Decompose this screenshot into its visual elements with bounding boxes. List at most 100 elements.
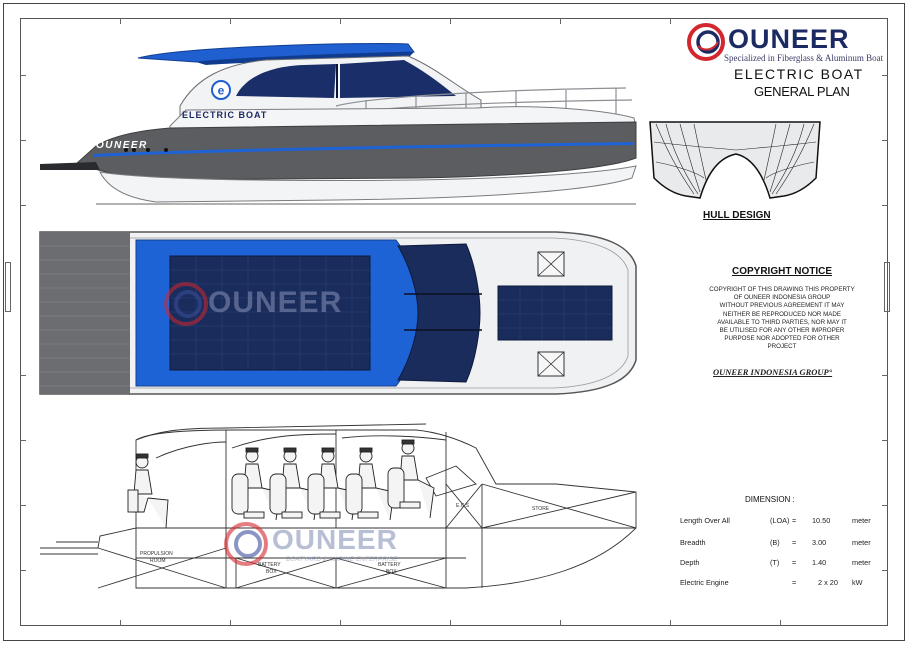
border-tick bbox=[20, 570, 26, 571]
border-tick bbox=[340, 620, 341, 626]
inner-border bbox=[20, 18, 888, 626]
dimension-row: Breadth (B) = 3.00 meter bbox=[680, 538, 880, 550]
border-tick bbox=[882, 75, 888, 76]
border-tick bbox=[670, 620, 671, 626]
dimension-unit: meter bbox=[852, 516, 871, 525]
copyright-line: PURPOSE NOR ADOPTED FOR OTHER bbox=[724, 335, 840, 343]
border-tick bbox=[882, 205, 888, 206]
dimension-name: Length Over All bbox=[680, 516, 730, 525]
swim-platform bbox=[40, 232, 130, 394]
watermark-bottom: OUNEER BOATYARD & MARINE ENTERPRISE bbox=[222, 522, 482, 566]
border-tick bbox=[120, 18, 121, 24]
copyright-line: COPYRIGHT OF THIS DRAWING THIS PROPERTY bbox=[709, 286, 855, 293]
dimension-name: Depth bbox=[680, 558, 700, 567]
copyright-line: WITHOUT PREVIOUS AGREEMENT IT MAY bbox=[719, 302, 845, 310]
passenger-figures bbox=[127, 439, 435, 529]
hull-lower bbox=[99, 165, 637, 203]
hull-stripe bbox=[94, 142, 634, 157]
dimension-eq: = bbox=[792, 538, 797, 547]
border-tick bbox=[20, 75, 26, 76]
brand-tagline: Specialized in Fiberglass & Aluminum Boa… bbox=[724, 53, 884, 63]
brand-name: OUNEER bbox=[728, 24, 850, 54]
section-hull-outline bbox=[40, 429, 637, 589]
dimension-row: Length Over All (LOA) = 10.50 meter bbox=[680, 516, 880, 528]
section-view bbox=[40, 423, 637, 589]
dimension-unit: meter bbox=[852, 538, 871, 547]
border-clip-right bbox=[884, 262, 890, 312]
dimension-unit: meter bbox=[852, 558, 871, 567]
electric-logo-glyph: e bbox=[218, 84, 225, 98]
border-tick bbox=[882, 440, 888, 441]
hull-design-view bbox=[649, 121, 821, 199]
battery-box-label-2b: BOX bbox=[386, 569, 397, 575]
brand-logo: OUNEER Specialized in Fiberglass & Alumi… bbox=[686, 22, 884, 63]
dimension-abbr: (T) bbox=[770, 558, 780, 567]
dimension-unit: kW bbox=[852, 578, 863, 587]
drawing-title: ELECTRIC BOAT bbox=[734, 66, 864, 82]
border-tick bbox=[780, 620, 781, 626]
copyright-line: OF OUNEER INDONESIA GROUP bbox=[733, 294, 831, 302]
border-tick bbox=[670, 18, 671, 24]
dimension-row: Depth (T) = 1.40 meter bbox=[680, 558, 880, 570]
hull-design-label: HULL DESIGN bbox=[703, 210, 771, 221]
bow-platform bbox=[40, 162, 100, 170]
battery-box-label-1b: BOX bbox=[266, 569, 277, 575]
border-tick bbox=[450, 18, 451, 24]
border-tick bbox=[20, 505, 26, 506]
watermark-word: OUNEER bbox=[272, 524, 398, 555]
copyright-line: BE UTILISED FOR ANY OTHER IMPROPER bbox=[719, 327, 845, 335]
border-tick bbox=[450, 620, 451, 626]
hull-grey bbox=[74, 121, 637, 181]
border-tick bbox=[882, 140, 888, 141]
dimension-abbr: (LOA) bbox=[770, 516, 790, 525]
ecs-label: E.C.S bbox=[456, 503, 470, 509]
dimension-eq: = bbox=[792, 558, 797, 567]
border-tick bbox=[882, 570, 888, 571]
cabin-window bbox=[340, 60, 456, 98]
border-tick bbox=[230, 620, 231, 626]
border-tick bbox=[340, 18, 341, 24]
watermark-top: OUNEER bbox=[162, 282, 422, 326]
border-clip-left bbox=[5, 262, 11, 312]
dimension-eq: = bbox=[792, 578, 797, 587]
border-tick bbox=[20, 440, 26, 441]
border-tick bbox=[560, 620, 561, 626]
dimension-abbr: (B) bbox=[770, 538, 780, 547]
watermark-logo-icon bbox=[164, 282, 208, 326]
watermark-tagline: BOATYARD & MARINE ENTERPRISE bbox=[286, 556, 398, 563]
brand-logo-icon bbox=[687, 23, 725, 61]
border-tick bbox=[882, 375, 888, 376]
store-label: STORE bbox=[532, 506, 550, 512]
watermark-word: OUNEER bbox=[208, 286, 343, 319]
dimension-value: 10.50 bbox=[812, 516, 831, 525]
battery-box-label-1: BATTERY bbox=[258, 562, 281, 568]
drawing-subtitle: GENERAL PLAN bbox=[754, 84, 850, 99]
dimension-heading: DIMENSION : bbox=[745, 495, 795, 504]
copyright-text: COPYRIGHT OF THIS DRAWING THIS PROPERTY … bbox=[700, 286, 864, 352]
border-tick bbox=[20, 140, 26, 141]
border-tick bbox=[230, 18, 231, 24]
dimension-value: 2 x 20 bbox=[818, 578, 838, 587]
copyright-line: AVAILABLE TO THIRD PARTIES, NOR MAY IT bbox=[717, 318, 847, 326]
border-tick bbox=[882, 505, 888, 506]
solar-panel-bow bbox=[497, 285, 613, 341]
propulsion-room-label-2: ROOM bbox=[150, 558, 166, 564]
copyright-heading: COPYRIGHT NOTICE bbox=[732, 266, 833, 277]
hull-brand-text: OUNEER bbox=[96, 140, 148, 151]
border-tick bbox=[120, 620, 121, 626]
copyright-line: PROJECT bbox=[767, 343, 797, 351]
dimension-name: Breadth bbox=[680, 538, 706, 547]
dimension-eq: = bbox=[792, 516, 797, 525]
cabin-window bbox=[236, 64, 336, 98]
cabin-text: ELECTRIC BOAT bbox=[182, 110, 268, 120]
dimension-name: Electric Engine bbox=[680, 578, 729, 587]
border-tick bbox=[20, 205, 26, 206]
watermark-logo-icon bbox=[224, 522, 268, 566]
border-tick bbox=[20, 375, 26, 376]
top-deck-view bbox=[39, 231, 637, 395]
dimension-row: Electric Engine = 2 x 20 kW bbox=[680, 578, 880, 590]
propulsion-room-label: PROPULSION bbox=[140, 551, 173, 557]
group-name: OUNEER INDONESIA GROUP° bbox=[713, 367, 833, 377]
side-profile-view: e bbox=[40, 43, 637, 205]
